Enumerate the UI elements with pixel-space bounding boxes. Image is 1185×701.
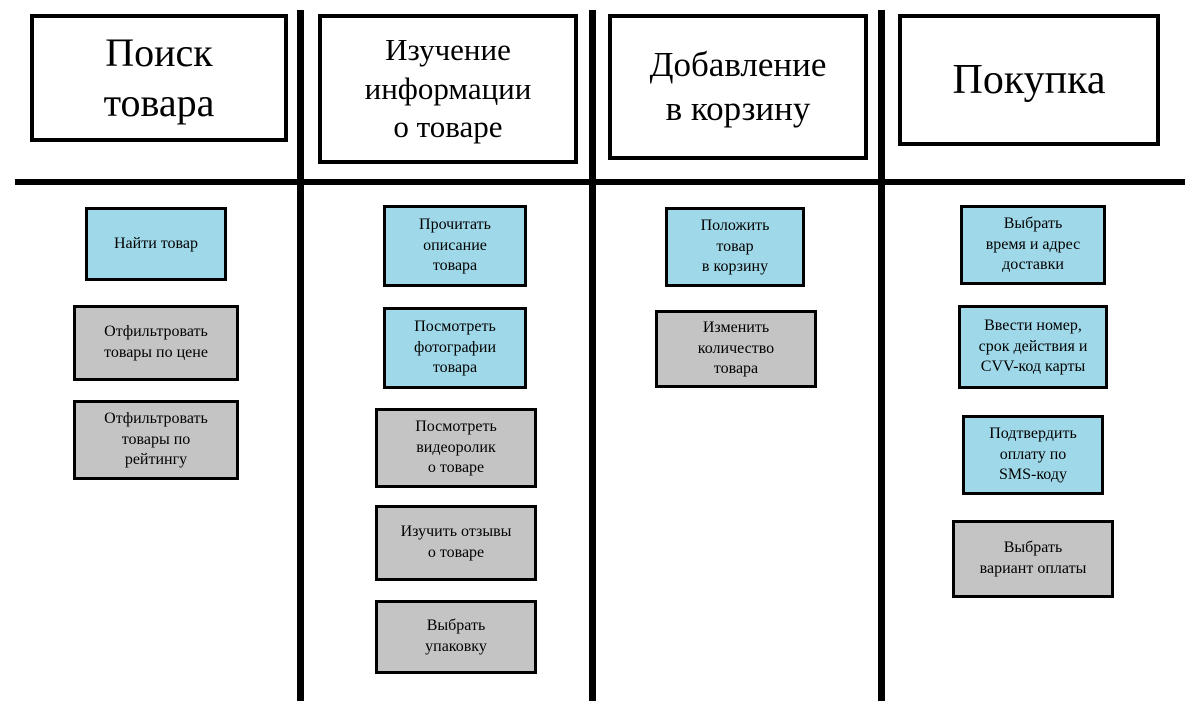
card-label: Посмотреть видеоролик о товаре — [415, 417, 497, 477]
column-divider-3 — [878, 10, 885, 701]
card-label: Изучить отзывы о товаре — [400, 523, 512, 561]
card-label: Выбрать вариант оплаты — [979, 539, 1087, 577]
column-header-study-product-info: Изучение информации о товаре — [318, 14, 578, 164]
column-header-add-to-cart: Добавление в корзину — [608, 14, 868, 160]
card-find-product: Найти товар — [85, 207, 227, 281]
card-view-photos: Посмотреть фотографии товара — [383, 307, 527, 389]
column-divider-2 — [589, 10, 596, 701]
card-label: Отфильтровать товары по рейтингу — [104, 409, 208, 469]
card-label: Ввести номер, срок действия и CVV-код ка… — [978, 316, 1088, 376]
column-header-purchase: Покупка — [898, 14, 1160, 146]
card-choose-delivery-time-address: Выбрать время и адрес доставки — [960, 205, 1106, 285]
card-filter-by-price: Отфильтровать товары по цене — [73, 305, 239, 381]
card-label: Выбрать время и адрес доставки — [985, 214, 1081, 274]
card-study-reviews: Изучить отзывы о товаре — [375, 505, 537, 581]
header-divider — [15, 179, 1185, 185]
card-label: Прочитать описание товара — [419, 215, 491, 275]
card-label: Подтвердить оплату по SMS-коду — [989, 424, 1077, 484]
column-header-label: Изучение информации о товаре — [364, 31, 532, 145]
card-label: Посмотреть фотографии товара — [413, 317, 497, 377]
card-choose-packaging: Выбрать упаковку — [375, 600, 537, 674]
card-label: Положить товар в корзину — [700, 216, 770, 276]
card-put-in-cart: Положить товар в корзину — [665, 207, 805, 287]
card-change-quantity: Изменить количество товара — [655, 310, 817, 388]
column-divider-1 — [297, 10, 304, 701]
column-header-product-search: Поиск товара — [30, 14, 288, 142]
card-watch-video: Посмотреть видеоролик о товаре — [375, 408, 537, 488]
card-confirm-sms-payment: Подтвердить оплату по SMS-коду — [962, 415, 1104, 495]
column-header-label: Добавление в корзину — [649, 45, 827, 128]
card-label: Выбрать упаковку — [425, 617, 487, 655]
card-read-description: Прочитать описание товара — [383, 205, 527, 287]
card-enter-card-details: Ввести номер, срок действия и CVV-код ка… — [958, 305, 1108, 389]
card-label: Отфильтровать товары по цене — [104, 323, 208, 361]
card-choose-payment-option: Выбрать вариант оплаты — [952, 520, 1114, 598]
card-label: Изменить количество товара — [697, 318, 775, 378]
card-label: Найти товар — [114, 234, 198, 252]
column-header-label: Покупка — [952, 56, 1106, 103]
column-header-label: Поиск товара — [103, 30, 215, 125]
card-filter-by-rating: Отфильтровать товары по рейтингу — [73, 400, 239, 480]
